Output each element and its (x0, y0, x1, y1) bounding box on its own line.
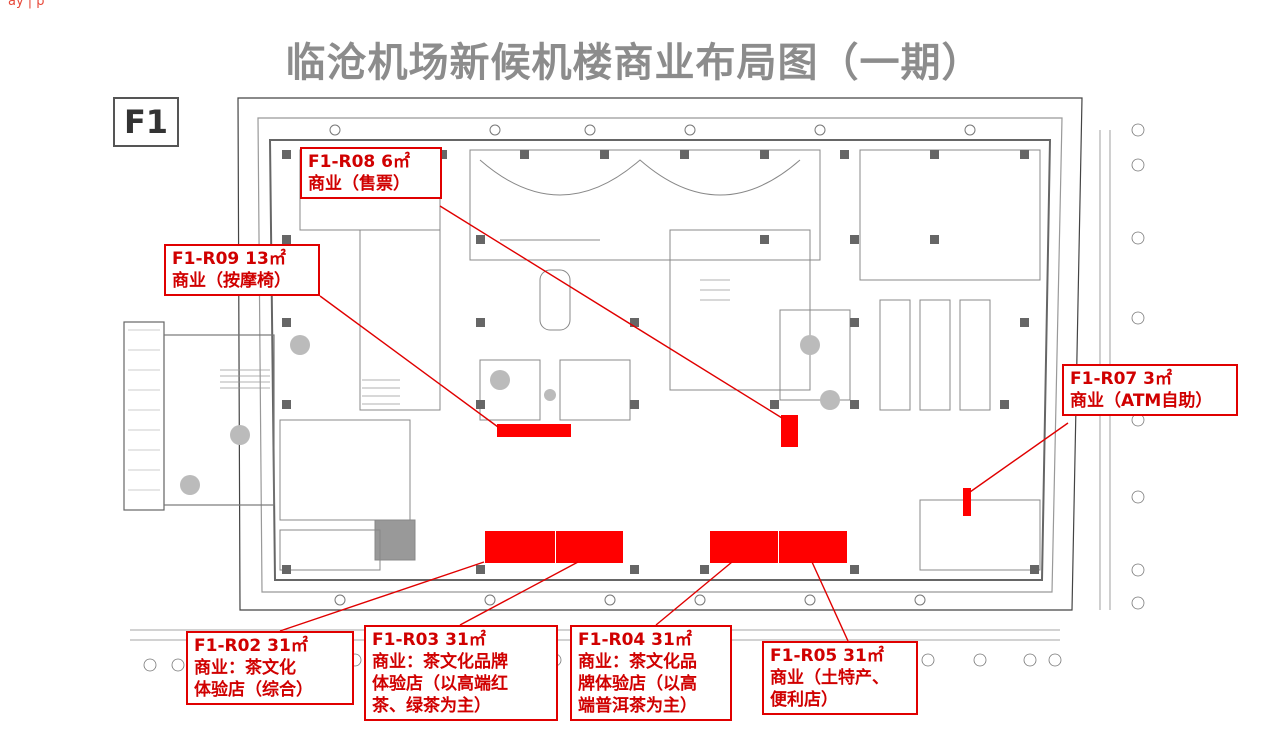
shop-block-r08 (781, 415, 798, 447)
corner-mark: ay | p (8, 0, 45, 9)
label-r04-desc3: 端普洱茶为主） (578, 696, 697, 716)
plant-symbols (180, 335, 840, 495)
label-r07: F1-R07 3㎡ 商业（ATM自助） (1062, 364, 1238, 416)
shop-block-r09 (497, 424, 571, 437)
label-r09-desc: 商业（按摩椅） (172, 271, 291, 291)
stairs-hatch (220, 279, 730, 405)
shop-block-r02 (485, 531, 555, 563)
floor-badge: F1 (113, 97, 179, 147)
label-r07-id: F1-R07 3㎡ (1070, 369, 1172, 389)
shop-block-r05 (779, 531, 847, 563)
label-r08-id: F1-R08 6㎡ (308, 152, 410, 172)
grid-axis-bubbles (143, 123, 1145, 672)
label-r04: F1-R04 31㎡ 商业：茶文化品 牌体验店（以高 端普洱茶为主） (570, 625, 732, 721)
perimeter-markers (329, 124, 976, 606)
label-r03-desc1: 商业：茶文化品牌 (372, 652, 508, 672)
shop-block-r07 (963, 488, 971, 516)
label-r02-desc1: 商业：茶文化 (194, 658, 296, 678)
label-r07-desc: 商业（ATM自助） (1070, 391, 1213, 411)
label-r03-id: F1-R03 31㎡ (372, 630, 486, 650)
label-r02-desc2: 体验店（综合） (194, 680, 313, 700)
label-r09: F1-R09 13㎡ 商业（按摩椅） (164, 244, 320, 296)
label-r03-desc2: 体验店（以高端红 (372, 674, 508, 694)
label-r04-id: F1-R04 31㎡ (578, 630, 692, 650)
label-r03: F1-R03 31㎡ 商业：茶文化品牌 体验店（以高端红 茶、绿茶为主） (364, 625, 558, 721)
label-r03-desc3: 茶、绿茶为主） (372, 696, 491, 716)
structural-columns (282, 150, 1039, 574)
shop-block-r04 (710, 531, 778, 563)
label-r05-id: F1-R05 31㎡ (770, 646, 884, 666)
label-r02-id: F1-R02 31㎡ (194, 636, 308, 656)
label-r08-desc: 商业（售票） (308, 174, 410, 194)
left-wing-hatch (128, 329, 160, 491)
label-r05: F1-R05 31㎡ 商业（土特产、 便利店） (762, 641, 918, 715)
dimension-lines (130, 130, 1111, 641)
interior-walls (279, 149, 1041, 571)
label-r05-desc2: 便利店） (770, 690, 838, 710)
label-r09-id: F1-R09 13㎡ (172, 249, 286, 269)
leader-lines (279, 205, 1069, 642)
shop-blocks (485, 415, 971, 563)
label-r04-desc2: 牌体验店（以高 (578, 674, 697, 694)
page-title: 临沧机场新候机楼商业布局图（一期） (285, 40, 983, 86)
shop-block-r03 (556, 531, 623, 563)
label-r04-desc1: 商业：茶文化品 (578, 652, 697, 672)
label-r08: F1-R08 6㎡ 商业（售票） (300, 147, 442, 199)
label-r02: F1-R02 31㎡ 商业：茶文化 体验店（综合） (186, 631, 354, 705)
label-r05-desc1: 商业（土特产、 (770, 668, 889, 688)
